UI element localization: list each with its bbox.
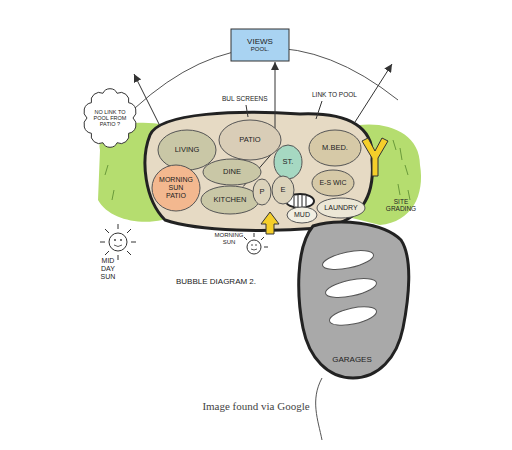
caption: Image found via Google [0, 400, 512, 412]
sun-rays [244, 233, 268, 247]
note-label: LINK TO POOL [312, 91, 362, 98]
bubble-shape [203, 159, 261, 185]
leader-line [246, 105, 248, 117]
views-box: VIEWSPOOL. [230, 28, 290, 62]
text-group: MUD [294, 211, 310, 219]
cloud-shape [84, 89, 136, 148]
room-bubble: KITCHEN [200, 185, 260, 215]
room-bubble: DINE [202, 158, 262, 186]
sun-eye [120, 239, 122, 241]
view-arrow [134, 74, 160, 126]
sun-symbol [244, 233, 268, 254]
text-group: NO LINK TO POOL FROM PATIO ? [91, 109, 130, 128]
bubble-shape [152, 165, 200, 211]
note-label: MID DAY SUN [96, 257, 120, 281]
node-text: E [280, 186, 285, 195]
room-bubble: LAUNDRY [316, 197, 366, 219]
garage-shape [299, 222, 409, 378]
text-group: DINE [223, 168, 241, 177]
node-text: M.BED. [322, 144, 348, 153]
sun-eye [255, 244, 257, 246]
house-ground [145, 112, 372, 230]
text-group: PATIO [239, 136, 260, 145]
driveway-line [316, 378, 322, 440]
node-text: E-S WIC [319, 179, 346, 187]
node-text: VIEWS [247, 37, 273, 46]
room-bubble: MUD [286, 206, 318, 224]
view-arrow [355, 64, 392, 122]
text-group: KITCHEN [214, 196, 247, 205]
leader-line [316, 101, 322, 119]
sun-eye [251, 244, 253, 246]
text-group: LAUNDRY [324, 204, 357, 212]
node-text: PATIO [239, 136, 260, 145]
car-stall [328, 303, 378, 329]
room-bubble: E-S WIC [311, 169, 355, 197]
text-group: P [259, 188, 264, 197]
entry-arrow [261, 212, 279, 234]
y-arrow [362, 138, 388, 176]
node-text: DINE [223, 168, 241, 177]
garage-zone: GARAGES [293, 218, 411, 380]
sun-smile [251, 249, 257, 250]
sun-smile [114, 245, 122, 247]
sun-symbol [100, 224, 136, 260]
text-group: E-S WIC [319, 179, 346, 187]
note-label: MORNING SUN [214, 232, 244, 246]
bubble-shape [272, 176, 294, 204]
node-text: GARAGES [332, 355, 372, 364]
room-bubble: MORNING SUN PATIO [151, 164, 201, 212]
sun-eye [114, 239, 116, 241]
bubble-shape [312, 170, 354, 196]
node-text: POOL. [251, 46, 269, 53]
node-text: NO LINK TO POOL FROM PATIO ? [91, 109, 130, 128]
bubble-shape [201, 186, 259, 214]
room-bubble: ST. [273, 144, 303, 180]
node-text: LAUNDRY [324, 204, 357, 212]
text-group: LIVING [175, 146, 200, 155]
note-label: BUL SCREENS [222, 95, 274, 102]
bubble-shape [309, 130, 361, 166]
sun-circle [109, 233, 127, 251]
note-cloud: NO LINK TO POOL FROM PATIO ? [83, 88, 137, 148]
text-group: MORNING SUN PATIO [158, 176, 194, 200]
bubble-shape [274, 145, 302, 179]
bubble-shape [287, 207, 317, 223]
sun-circle [247, 240, 261, 254]
car-stall [324, 275, 378, 301]
text-group: M.BED. [322, 144, 348, 153]
bubble-shape [158, 130, 216, 170]
node-text: MUD [294, 211, 310, 219]
node-text: LIVING [175, 146, 200, 155]
room-bubble: PATIO [218, 119, 282, 161]
node-text: P [259, 188, 264, 197]
text-group: E [280, 186, 285, 195]
text-group: GARAGES [332, 355, 372, 364]
bubble-shape [317, 198, 365, 218]
car-stall [321, 247, 375, 273]
text-group: VIEWSPOOL. [247, 37, 273, 53]
node-text: KITCHEN [214, 196, 247, 205]
house-outline [145, 112, 372, 230]
note-label: SITE GRADING [384, 198, 418, 213]
node-text: ST. [283, 158, 294, 167]
room-bubble: P [252, 178, 272, 206]
room-bubble: E [271, 175, 295, 205]
garage-outline [299, 222, 409, 378]
text-group: ST. [283, 158, 294, 167]
node-text: MORNING SUN PATIO [158, 176, 194, 200]
bubble-shape [253, 179, 271, 205]
sun-rays [100, 224, 136, 260]
box-shape [231, 29, 289, 61]
bubble-shape [219, 120, 281, 160]
hatching [294, 195, 306, 207]
note-label: BUBBLE DIAGRAM 2. [176, 277, 286, 286]
room-bubble: M.BED. [308, 129, 362, 167]
